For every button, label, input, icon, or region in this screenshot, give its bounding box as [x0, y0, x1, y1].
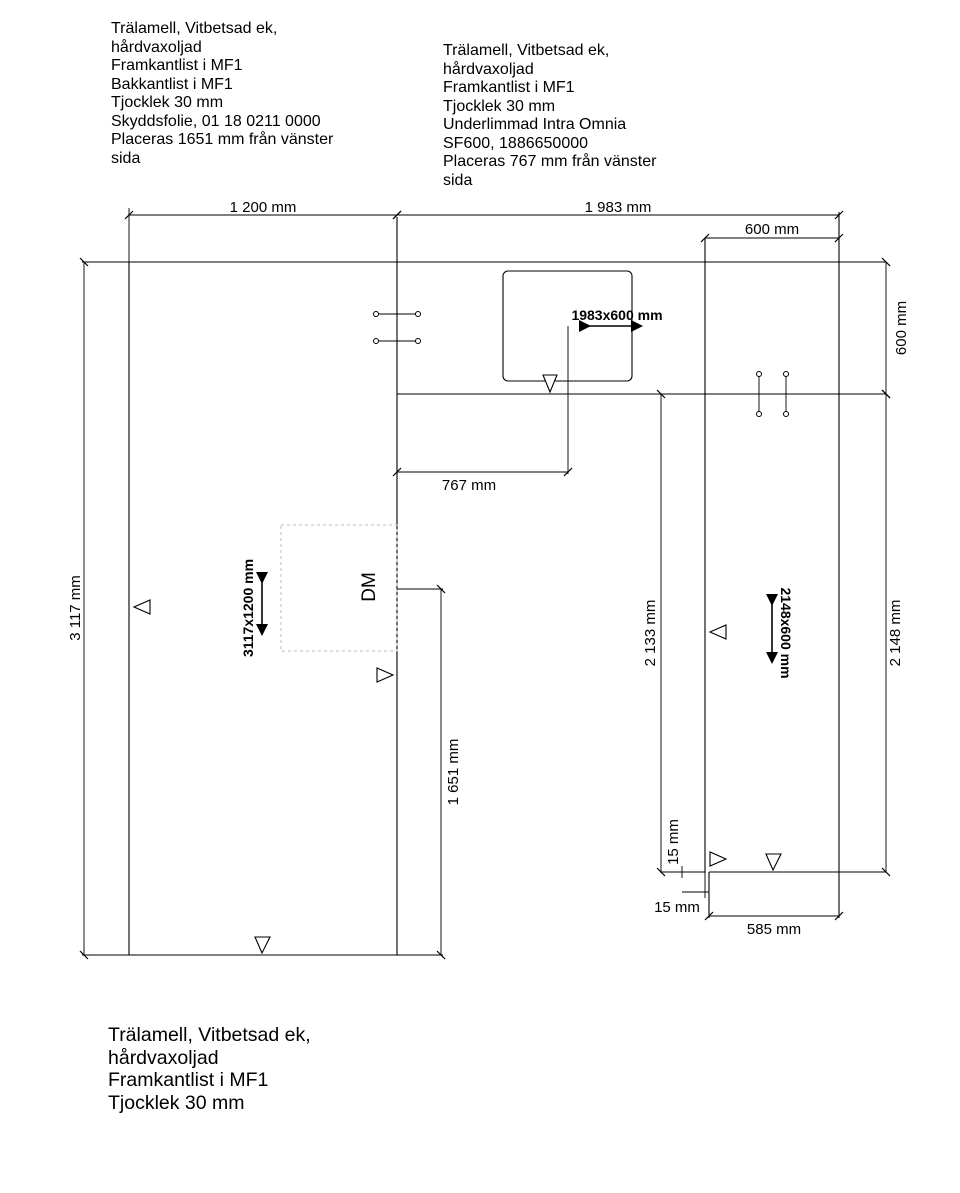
dim-label: 1 200 mm — [230, 199, 297, 216]
note-line: Framkantlist i MF1 — [108, 1069, 269, 1091]
note-line: Placeras 767 mm från vänster — [443, 153, 657, 170]
dim-label: DM — [359, 572, 380, 602]
dim-label: 585 mm — [747, 921, 801, 938]
countertop-outline — [82, 212, 886, 956]
dim-sink-offset: 767 mm — [392, 326, 573, 494]
dim-label: 15 mm — [665, 819, 682, 865]
note-line: sida — [443, 171, 473, 189]
left-size-indicator: 3117x1200 mm — [240, 559, 268, 657]
note-line: Framkantlist i MF1 — [443, 79, 575, 96]
dim-label: 3 117 mm — [67, 575, 84, 641]
note-line: Placeras 1651 mm från vänster — [111, 131, 334, 148]
note-line: Trälamell, Vitbetsad ek, — [111, 20, 278, 37]
dim-label: 1 651 mm — [445, 739, 462, 806]
dim-label: 767 mm — [442, 477, 496, 494]
dim-edge-horizontal: 15 mm — [654, 873, 709, 916]
note-bottom: Trälamell, Vitbetsad ek, hårdvaxoljad Fr… — [108, 1024, 311, 1114]
edge-marker — [254, 936, 271, 955]
note-line: Tjocklek 30 mm — [443, 97, 556, 115]
note-line: Tjocklek 30 mm — [111, 94, 224, 111]
dim-label: 1983x600 mm — [571, 307, 662, 323]
dim-label: 1 983 mm — [585, 199, 652, 216]
dim-top-right-width: 1 983 mm — [392, 199, 844, 220]
sink-cutout: 1983x600 mm — [502, 270, 663, 394]
dim-label: 2 148 mm — [887, 600, 904, 667]
dim-label: 2 133 mm — [642, 600, 659, 667]
note-line: hårdvaxoljad — [108, 1046, 219, 1069]
dim-label: 600 mm — [745, 221, 799, 238]
dim-right-depth-side: 600 mm — [881, 257, 910, 399]
edge-marker — [765, 853, 782, 872]
note-left-top: Trälamell, Vitbetsad ek, hårdvaxoljad Fr… — [111, 20, 333, 168]
dim-right-outer-height: 2 148 mm — [881, 389, 904, 877]
note-line: Framkantlist i MF1 — [111, 57, 243, 74]
right-size-indicator: 2148x600 mm — [766, 587, 794, 679]
dim-right-depth-top: 600 mm — [700, 221, 844, 243]
note-line: hårdvaxoljad — [111, 38, 202, 56]
dim-label: 600 mm — [893, 301, 910, 355]
edge-marker — [708, 624, 727, 640]
dim-right-inner-height: 2 133 mm — [642, 389, 705, 877]
note-line: hårdvaxoljad — [443, 60, 534, 78]
fitting-symbols — [373, 311, 789, 417]
dim-label: 15 mm — [654, 899, 700, 916]
dim-label: 3117x1200 mm — [240, 559, 256, 657]
dim-edge-vertical: 15 mm — [660, 819, 705, 878]
note-line: Trälamell, Vitbetsad ek, — [443, 42, 610, 59]
edge-marker — [132, 599, 151, 615]
dim-top-left-width: 1 200 mm — [124, 199, 402, 262]
note-line: Skyddsfolie, 01 18 0211 0000 — [111, 112, 321, 130]
note-line: Tjocklek 30 mm — [108, 1091, 245, 1114]
dim-total-height: 3 117 mm — [67, 257, 89, 960]
edge-marker — [709, 851, 728, 867]
note-line: SF600, 1886650000 — [443, 134, 589, 152]
note-line: sida — [111, 149, 141, 167]
edge-marker — [376, 667, 395, 683]
dim-right-bottom-width: 585 mm — [704, 911, 844, 938]
note-line: Bakkantlist i MF1 — [111, 75, 233, 93]
hob-cutout: DM — [280, 524, 398, 652]
edge-marker — [542, 374, 558, 394]
note-line: Underlimmad Intra Omnia — [443, 116, 627, 133]
note-right-top: Trälamell, Vitbetsad ek, hårdvaxoljad Fr… — [443, 42, 656, 190]
edge-markers — [132, 599, 782, 955]
dim-label: 2148x600 mm — [778, 587, 794, 678]
dim-hob-offset: 1 651 mm — [397, 584, 462, 960]
note-line: Trälamell, Vitbetsad ek, — [108, 1024, 311, 1046]
